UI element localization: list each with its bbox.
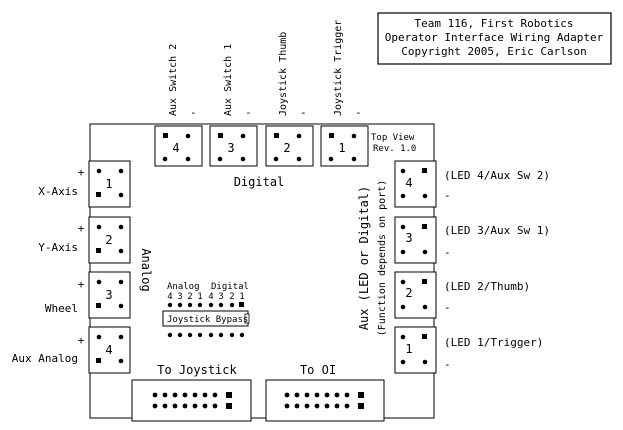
left-port-number: 1 <box>105 177 112 191</box>
left-port-4: + Aux Analog 4 <box>12 326 131 374</box>
title-line-1: Team 116, First Robotics <box>415 17 574 30</box>
bypass-num: 4 <box>208 292 213 302</box>
title-box: Team 116, First Robotics Operator Interf… <box>377 12 612 65</box>
left-port-plus: + <box>78 166 85 179</box>
title-line-2: Operator Interface Wiring Adapter <box>385 31 604 44</box>
left-port-name: Wheel <box>45 302 78 315</box>
right-port-minus: - <box>444 358 451 371</box>
right-port-name: (LED 3/Aux Sw 1) <box>444 224 550 237</box>
analog-label: Analog <box>139 248 153 291</box>
top-port-name: Joystick Thumb <box>278 32 289 116</box>
aux-sublabel: (Function depends on port) <box>377 180 388 337</box>
bypass-num: 1 <box>197 292 202 302</box>
bypass-num: 2 <box>187 292 192 302</box>
left-port-plus: + <box>78 334 85 347</box>
joystick-connector-label: To Joystick <box>157 363 237 377</box>
top-port-2: Joystick Thumb - 2 <box>265 32 314 167</box>
left-port-plus: + <box>78 278 85 291</box>
oi-connector-label: To OI <box>300 363 336 377</box>
revision-label: Rev. 1.0 <box>373 144 416 154</box>
right-port-number: 3 <box>405 231 412 245</box>
top-port-number: 2 <box>283 141 290 155</box>
joystick-bypass: Analog Digital 4 3 2 1 4 3 2 1 Joystick … <box>162 282 250 338</box>
bypass-num: 4 <box>167 292 172 302</box>
top-port-1: Joystick Trigger - 1 <box>320 20 369 167</box>
top-port-number: 1 <box>338 141 345 155</box>
right-port-2: 2 (LED 2/Thumb) - <box>394 271 530 319</box>
left-port-number: 3 <box>105 288 112 302</box>
top-view-label: Top View <box>371 133 415 143</box>
top-port-minus: - <box>355 106 362 119</box>
bypass-digital-header: Digital <box>211 282 249 292</box>
right-port-4: 4 (LED 4/Aux Sw 2) - <box>394 160 550 208</box>
bypass-analog-header: Analog <box>167 282 200 292</box>
aux-label: Aux (LED or Digital) <box>357 186 371 331</box>
left-port-name: Y-Axis <box>38 241 78 254</box>
bypass-label: Joystick Bypass <box>167 315 248 325</box>
top-port-minus: - <box>300 106 307 119</box>
right-port-number: 4 <box>405 176 412 190</box>
right-port-name: (LED 2/Thumb) <box>444 280 530 293</box>
right-port-number: 2 <box>405 286 412 300</box>
right-port-3: 3 (LED 3/Aux Sw 1) - <box>394 216 550 264</box>
right-port-name: (LED 4/Aux Sw 2) <box>444 169 550 182</box>
bypass-num: 1 <box>239 292 244 302</box>
top-port-minus: - <box>245 106 252 119</box>
bypass-num: 3 <box>177 292 182 302</box>
bypass-num: 3 <box>218 292 223 302</box>
left-port-number: 4 <box>105 343 112 357</box>
joystick-connector: To Joystick <box>131 363 252 422</box>
left-port-1: + X-Axis 1 <box>38 160 131 208</box>
left-port-number: 2 <box>105 233 112 247</box>
right-port-1: 1 (LED 1/Trigger) - <box>394 326 543 374</box>
top-port-name: Aux Switch 2 <box>168 44 179 116</box>
bypass-top-pins <box>167 302 244 308</box>
bypass-num: 2 <box>229 292 234 302</box>
bypass-bottom-pins <box>167 332 245 338</box>
oi-connector: To OI <box>265 363 385 422</box>
digital-label: Digital <box>234 175 285 189</box>
top-port-number: 3 <box>227 141 234 155</box>
left-port-name: Aux Analog <box>12 352 78 365</box>
top-port-name: Aux Switch 1 <box>223 44 234 116</box>
top-port-3: Aux Switch 1 - 3 <box>209 44 258 167</box>
right-port-minus: - <box>444 189 451 202</box>
left-port-2: + Y-Axis 2 <box>38 216 131 264</box>
right-port-number: 1 <box>405 342 412 356</box>
top-port-number: 4 <box>172 141 179 155</box>
left-port-plus: + <box>78 222 85 235</box>
left-port-3: + Wheel 3 <box>45 271 131 319</box>
board-outline <box>89 123 435 419</box>
left-port-name: X-Axis <box>38 185 78 198</box>
right-port-name: (LED 1/Trigger) <box>444 336 543 349</box>
title-line-3: Copyright 2005, Eric Carlson <box>401 45 586 58</box>
right-port-minus: - <box>444 301 451 314</box>
right-port-minus: - <box>444 246 451 259</box>
top-port-minus: - <box>190 106 197 119</box>
top-port-4: Aux Switch 2 - 4 <box>154 44 203 167</box>
top-port-name: Joystick Trigger <box>333 20 344 116</box>
